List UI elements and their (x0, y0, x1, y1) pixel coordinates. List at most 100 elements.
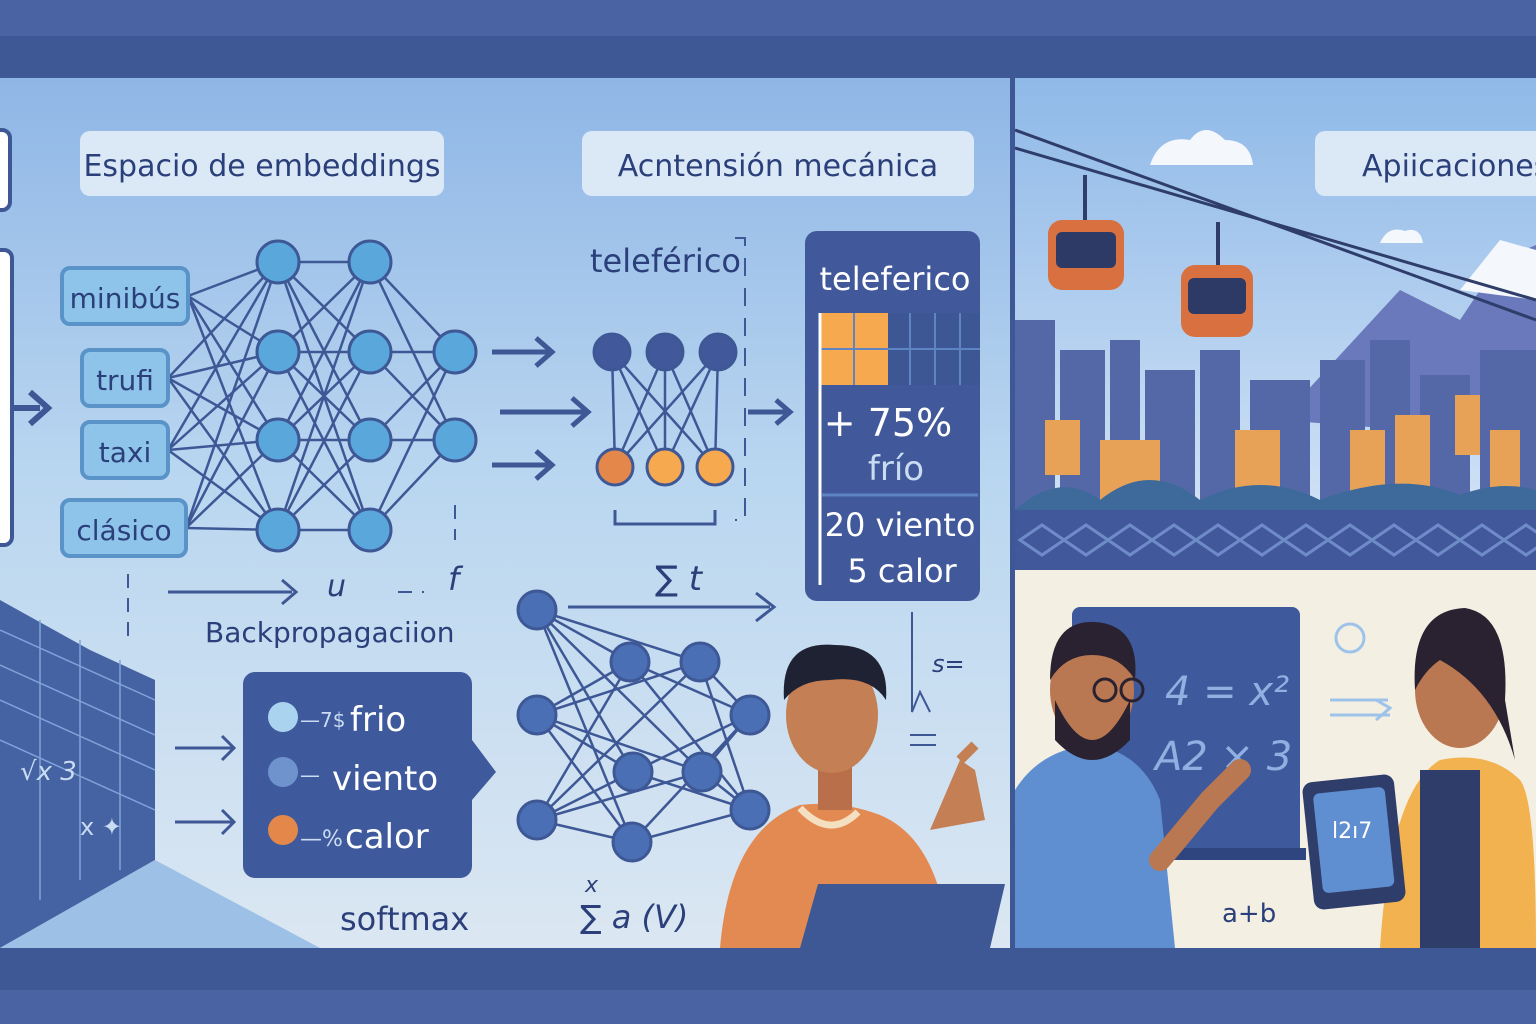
svg-text:√x 3: √x 3 (20, 757, 77, 787)
network-edge (614, 351, 719, 468)
network-node (255, 507, 301, 553)
student-tablet-figure: l2ı7 (1302, 608, 1536, 948)
divider (1010, 78, 1015, 948)
network-edge (611, 351, 716, 468)
network-node (595, 447, 635, 487)
softmax-row-viento: — viento (268, 757, 438, 799)
svg-text:+ 75%: + 75% (824, 401, 952, 445)
network-edge (166, 261, 280, 451)
network-edge (663, 351, 717, 468)
network-node (695, 447, 735, 487)
cable-car-scene-details (1014, 128, 1536, 510)
network-edge (166, 377, 280, 531)
token-taxi: taxi (80, 420, 170, 480)
svg-text:calor: calor (345, 817, 429, 857)
network-node (255, 417, 301, 463)
network-node (729, 789, 771, 831)
network-node (612, 751, 654, 793)
arrow-icon (14, 389, 53, 427)
network-edge (167, 261, 279, 379)
card-title: teleferico (820, 260, 971, 298)
backprop-label: Backpropagaciion (205, 616, 454, 649)
network-edge (535, 714, 634, 843)
flow-arrows (127, 336, 794, 836)
network-edge (536, 608, 701, 664)
network-edge (184, 351, 280, 529)
svg-text:—: — (300, 763, 320, 787)
svg-text:4 = x²: 4 = x² (1165, 669, 1289, 715)
network-node (255, 239, 301, 285)
svg-text:Apiicaciones: Apiicaciones (1362, 149, 1536, 184)
network-edge (535, 661, 632, 821)
network-node (347, 417, 393, 463)
side-formula: s= (932, 650, 965, 678)
cable-car-1 (1048, 175, 1124, 290)
svg-text:minibús: minibús (70, 282, 181, 315)
network-edge (186, 295, 280, 441)
network-node (609, 641, 651, 683)
network-node (347, 329, 393, 375)
network-edge (536, 660, 701, 717)
svg-text:viento: viento (332, 759, 438, 799)
section-title-applications: Apiicaciones (1315, 131, 1536, 196)
lower-network (516, 589, 771, 863)
network-node (729, 694, 771, 736)
network-node (645, 332, 685, 372)
network-node (347, 507, 393, 553)
network-node (611, 821, 653, 863)
svg-text:frio: frio (350, 700, 406, 740)
network-node (432, 417, 478, 463)
network-node (255, 329, 301, 375)
network-edge (536, 770, 703, 822)
network-edge (663, 351, 720, 468)
teleferico-card: teleferico + 75% frío 20 viento 5 calor (805, 231, 980, 601)
network-edge (613, 351, 667, 468)
network-edge (632, 713, 751, 774)
svg-text:l2ı7: l2ı7 (1332, 819, 1372, 844)
token-trufi: trufi (80, 348, 170, 408)
network-node (432, 329, 478, 375)
svg-text:trufi: trufi (96, 364, 154, 397)
svg-text:20 viento: 20 viento (825, 506, 976, 544)
svg-text:clásico: clásico (76, 514, 171, 547)
network-edge (610, 351, 667, 468)
network-edge (536, 661, 701, 821)
svg-text:x ✦: x ✦ (80, 813, 122, 841)
svg-text:—%: —% (300, 827, 343, 852)
network-node (516, 589, 558, 631)
top-stripe (0, 0, 1536, 36)
input-tokens: minibús trufi taxi clásico (60, 266, 190, 558)
formula-top: x (584, 873, 599, 898)
network-edge (535, 609, 634, 843)
svg-text:5 calor: 5 calor (847, 552, 957, 590)
network-edge (186, 295, 280, 531)
footer-formula: a+b (1222, 899, 1276, 929)
softmax-row-calor: —%calor (268, 815, 429, 857)
network-node (679, 641, 721, 683)
network-node (516, 694, 558, 736)
svg-text:Espacio de embeddings: Espacio de embeddings (83, 149, 440, 184)
network-edge (632, 770, 751, 812)
svg-text:A2 × 3: A2 × 3 (1152, 734, 1292, 780)
network-node (592, 332, 632, 372)
softmax-box: —7$frio — viento —%calor (243, 672, 496, 878)
token-clasico: clásico (60, 498, 188, 558)
attention-network (592, 332, 738, 487)
student-figure (720, 644, 1005, 948)
cable-car-2 (1181, 222, 1253, 337)
embedding-network (166, 239, 478, 553)
token-minibus: minibús (60, 266, 190, 326)
svg-text:—7$: —7$ (300, 708, 345, 732)
network-edge (536, 609, 703, 773)
formula: ∑ a (V) (580, 898, 688, 936)
network-node (347, 239, 393, 285)
svg-text:frío: frío (868, 449, 924, 489)
u-label: u (327, 569, 346, 604)
sum-label: ∑ t (655, 559, 704, 599)
softmax-caption: softmax (340, 900, 469, 938)
pattern-band-motif (1017, 523, 1536, 557)
network-edge (184, 261, 280, 529)
network-edge (167, 351, 279, 451)
svg-text:taxi: taxi (99, 436, 152, 469)
